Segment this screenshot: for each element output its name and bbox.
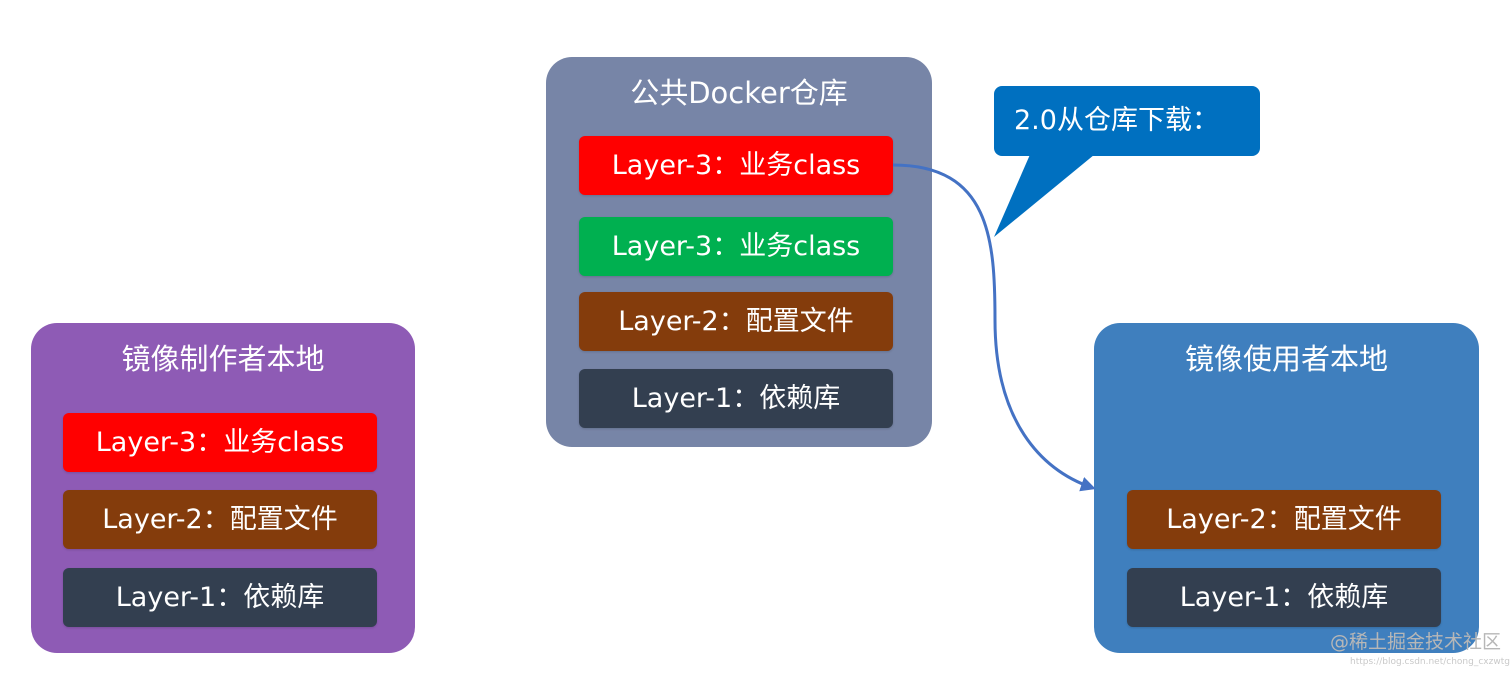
registry-layer-3-red: Layer-3：业务class <box>579 136 893 195</box>
watermark-url: https://blog.csdn.net/chong_cxzwtg <box>1350 657 1510 667</box>
download-callout: 2.0从仓库下载： <box>994 86 1260 156</box>
registry-layer-2: Layer-2：配置文件 <box>579 292 893 351</box>
producer-local-box: 镜像制作者本地 Layer-3：业务class Layer-2：配置文件 Lay… <box>31 323 415 653</box>
producer-local-title: 镜像制作者本地 <box>121 342 325 376</box>
consumer-local-box: 镜像使用者本地 Layer-2：配置文件 Layer-1：依赖库 <box>1094 323 1479 653</box>
producer-layer-2: Layer-2：配置文件 <box>63 490 377 549</box>
producer-layer-3: Layer-3：业务class <box>63 413 377 472</box>
consumer-layer-1: Layer-1：依赖库 <box>1127 568 1441 627</box>
registry-layer-1: Layer-1：依赖库 <box>579 369 893 428</box>
producer-layer-1: Layer-1：依赖库 <box>63 568 377 627</box>
registry-layer-3-green: Layer-3：业务class <box>579 217 893 276</box>
public-registry-title: 公共Docker仓库 <box>630 76 848 110</box>
consumer-local-title: 镜像使用者本地 <box>1184 342 1388 376</box>
public-registry-box: 公共Docker仓库 Layer-3：业务class Layer-3：业务cla… <box>546 57 932 447</box>
consumer-layer-2: Layer-2：配置文件 <box>1127 490 1441 549</box>
callout-tail <box>994 150 1100 237</box>
watermark-brand: @稀土掘金技术社区 <box>1330 631 1502 653</box>
